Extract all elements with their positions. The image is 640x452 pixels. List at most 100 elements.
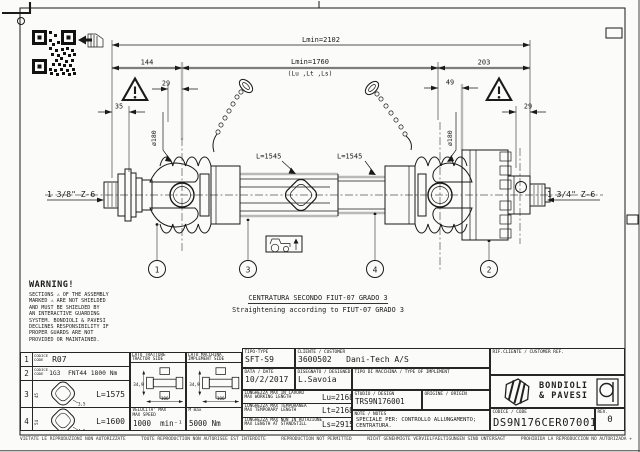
footer-legal-strip: VIETATE LE RIPRODUZIONI NON AUTORIZZATE …: [20, 437, 632, 442]
part-code-label: CODICE CODE: [33, 353, 49, 366]
warning-line: PROVIDED OR MAINTAINED.: [29, 336, 100, 343]
balloon-1: 1: [155, 266, 160, 275]
customer-cell: CLIENTE / CUSTOMER 3600502 Dani-Tech A/S: [295, 348, 490, 368]
sheet-frame: [19, 7, 626, 436]
part-number: 4: [21, 408, 33, 430]
dim-dia180-right: ø180: [446, 130, 454, 146]
implement-side-cell: LATO MACCHINA IMPLEMENT SIDE 34,9 106 M …: [186, 352, 242, 431]
tractor-side-yoke: [103, 162, 210, 228]
warning-line: DECLINES RESPONSIBILITY IF: [29, 324, 109, 331]
notes-cell: NOTE / NOTES SPECIALE PER: CONTROLLO ALL…: [352, 410, 490, 431]
customer-ref-cell: RIF.CLIENTE / CUSTOMER REF.: [490, 348, 625, 375]
label-codice: CODICE: [34, 353, 49, 358]
brand-name: BONDIOLI & PAVESI: [539, 381, 588, 401]
tube-profile-icon: 54 4,5: [34, 408, 86, 432]
label-cliente-customer: CLIENTE / CUSTOMER: [297, 349, 346, 355]
warning-line: SECTIONS ⚠ OF THE ASSEMBLY: [29, 292, 109, 298]
label-lu-en: MAX WORKING LENGTH: [244, 395, 292, 401]
studio-value: TRS9N176001: [355, 397, 405, 406]
label-tractor-side: TRACTOR SIDE: [132, 357, 164, 363]
table-row: 3 45 3,5 L=1575: [21, 381, 129, 408]
implement-type-cell: TIPO DI MACCHINA / TYPE OF IMPLEMENT: [352, 368, 490, 390]
top-right-mark: [605, 27, 623, 39]
table-row: 4 54 4,5 L=1600: [21, 408, 129, 432]
label-tipo-type: TIPO-TYPE: [244, 349, 269, 355]
part-code-label: CODICE CODE: [33, 367, 49, 380]
footer-phrase-de: NICHT GENEHMIGTE VERVIELFAELTIGUNGEN SIN…: [367, 437, 506, 442]
dim-35: 35: [115, 103, 123, 111]
origin-cell: ORIGINE / ORIGIN: [422, 390, 490, 410]
warning-line: AN INTERACTIVE GUARDING: [29, 311, 100, 318]
warning-block: WARNING! SECTIONS ⚠ OF THE ASSEMBLY MARK…: [29, 280, 137, 343]
brand-cell: BONDIOLI & PAVESI: [490, 375, 625, 408]
label-implement-side: IMPLEMENT SIDE: [188, 357, 225, 363]
date-value: 10/2/2017: [245, 375, 289, 384]
dim-lmin-note: (Lu ,Lt ,Ls): [288, 71, 333, 78]
label-codice: CODICE: [34, 367, 49, 372]
label-disegnato: DISEGNATO / DESIGNED BY: [297, 369, 351, 375]
part-value: L=1600: [96, 416, 125, 426]
spline-label-right: 1 3/4" Z-6: [547, 190, 595, 199]
implement-side-yoke: [417, 149, 551, 241]
label-code: CODE: [34, 371, 44, 377]
footer-phrase-es: PROHIBIDA LA REPRODUCCION NO AUTORIZADA …: [520, 437, 632, 442]
dim-dia180-left: ø180: [150, 130, 158, 146]
customer-value: 3600502 Dani-Tech A/S: [298, 355, 409, 364]
right-edge-mark: [626, 214, 639, 225]
title-block: 1 CODICE CODE R07 2 CODICE CODE 1G3 FNT4…: [20, 348, 625, 435]
footer-phrase-fr: TOUTE REPRODUCTION NON AUTORISEE EST INT…: [141, 437, 266, 442]
warning-line: PROPER GUARDS ARE NOT: [29, 330, 94, 337]
spline-label-left: 1 3/8" Z-6: [47, 190, 95, 199]
brand-hexagon-icon: [504, 377, 530, 406]
cross-width: 106: [217, 396, 225, 402]
footer-phrase-it: VIETATE LE RIPRODUZIONI NON AUTORIZZATE: [20, 437, 126, 442]
label-origine-origin: ORIGINE / ORIGIN: [424, 391, 467, 397]
registration-circle: [17, 17, 25, 25]
tube-profile-section: [284, 178, 318, 212]
warning-line: SYSTEM. BONDIOLI & PAVESI: [29, 317, 106, 324]
dim-203: 203: [478, 59, 491, 67]
drawing-code-value: DS9N176CER07001X: [493, 417, 595, 429]
part-number: 2: [21, 367, 33, 380]
cross-height: 34,9: [133, 382, 144, 388]
footer-phrase-en: REPRODUCTION NOT PERMITTED: [281, 437, 352, 442]
lu-value: Lu=2168: [322, 392, 352, 402]
part-value: R07: [52, 355, 67, 364]
label-code: CODE: [34, 357, 44, 363]
warning-line: MARKED ⚠ ARE NOT SHIELDED: [29, 298, 106, 305]
centering-note-it: CENTRATURA SECONDO FIUT-07 GRADO 3: [248, 294, 388, 304]
revision-value: 0: [607, 415, 613, 425]
max-torque-value: 5000 Nm: [189, 419, 221, 429]
label-note-notes: NOTE / NOTES: [354, 411, 387, 417]
right-safety-chain: [364, 80, 412, 151]
label-ls-it: LUNGHEZZA MAX NON IN ROTAZIONE: [244, 417, 323, 423]
parts-table: 1 CODICE CODE R07 2 CODICE CODE 1G3 FNT4…: [20, 352, 130, 431]
dim-29-right: 29: [524, 103, 532, 111]
ls-value: Ls=2915: [322, 419, 352, 429]
label-lato-trattore: LATO TRATTORE: [132, 352, 166, 358]
dim-lmin-inner: Lmin=1760: [291, 58, 329, 66]
dim-49: 49: [446, 79, 454, 87]
warning-triangle-left: [120, 76, 150, 102]
centering-note-en: Straightening according to FIUT-07 GRADO…: [232, 305, 404, 314]
label-rif-cliente: RIF.CLIENTE / CUSTOMER REF.: [492, 349, 564, 355]
table-row: 2 CODICE CODE 1G3 FNT44 1800 Nm: [21, 367, 129, 381]
profile-wall: 4,5: [78, 429, 86, 432]
cross-height: 34,9: [189, 382, 200, 388]
label-codice-code: CODICE / CODE: [492, 409, 527, 415]
label-ls-en: MAX LENGTH AT STANDSTILL: [244, 422, 307, 428]
label-lato-macchina: LATO MACCHINA: [188, 352, 222, 358]
table-row: 1 CODICE CODE R07: [21, 353, 129, 367]
warning-title: WARNING!: [29, 280, 74, 290]
qr-pointer-arrow: [78, 35, 92, 45]
max-speed-value: 1000 min⁻¹: [133, 419, 183, 429]
balloon-2: 2: [487, 266, 492, 275]
corner-mark: [2, 2, 32, 15]
dimension-lines: [47, 42, 600, 203]
balloon-4: 4: [373, 266, 378, 275]
